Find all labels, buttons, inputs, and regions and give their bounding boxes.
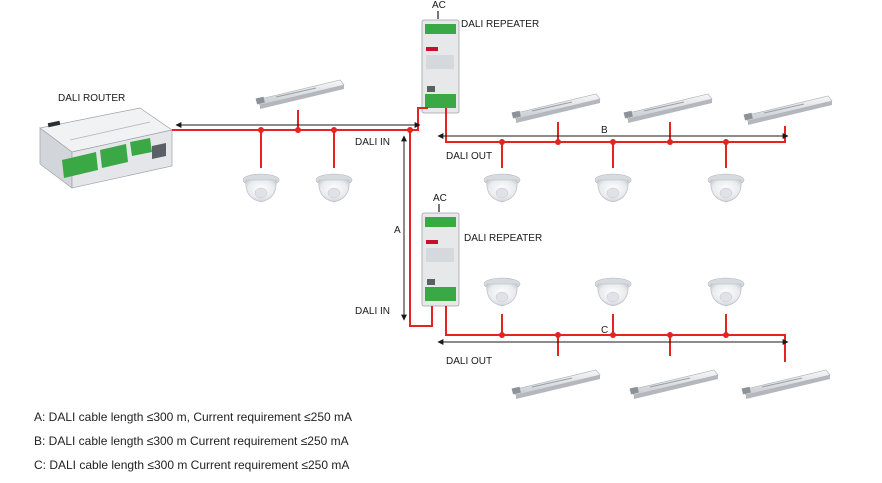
segment-b-label: B: [601, 125, 608, 136]
ac-top-label: AC: [432, 0, 446, 11]
dali-in-top-label: DALI IN: [355, 137, 390, 148]
led-driver-icon: [511, 93, 601, 124]
ceiling-sensor-icon: [315, 173, 353, 203]
ceiling-sensor-icon: [707, 277, 745, 307]
ceiling-sensor-icon: [483, 173, 521, 203]
segment-c-label: C: [601, 325, 608, 336]
dali-out-top-label: DALI OUT: [446, 151, 492, 162]
led-driver-icon: [623, 93, 713, 124]
led-driver-icon: [629, 369, 719, 400]
segment-a-label: A: [394, 225, 401, 236]
router-label: DALI ROUTER: [58, 93, 125, 104]
ceiling-sensor-icon: [483, 277, 521, 307]
segment-dimensions: [175, 122, 789, 345]
note-c: C: DALI cable length ≤300 m Current requ…: [34, 458, 350, 472]
ceiling-sensor-icon: [594, 277, 632, 307]
ceiling-sensor-icon: [707, 173, 745, 203]
repeater-top-label: DALI REPEATER: [461, 19, 539, 30]
ceiling-sensor-icon: [594, 173, 632, 203]
note-b: B: DALI cable length ≤300 m Current requ…: [34, 434, 349, 448]
note-a: A: DALI cable length ≤300 m, Current req…: [34, 410, 352, 424]
led-driver-icon: [511, 369, 601, 400]
dali-repeater-icon: [421, 19, 460, 114]
dali-out-bottom-label: DALI OUT: [446, 356, 492, 367]
cable-notes: A: DALI cable length ≤300 m, Current req…: [34, 410, 352, 482]
bus-junctions: [258, 127, 729, 338]
ac-bottom-label: AC: [433, 193, 447, 204]
led-driver-icon: [743, 95, 833, 126]
repeater-bottom-label: DALI REPEATER: [464, 233, 542, 244]
dali-repeater-icon: [421, 212, 460, 307]
ceiling-sensor-icon: [242, 173, 280, 203]
led-driver-icon: [255, 79, 345, 110]
dali-router-icon: [39, 107, 173, 189]
dali-in-bottom-label: DALI IN: [355, 306, 390, 317]
led-driver-icon: [741, 369, 831, 400]
